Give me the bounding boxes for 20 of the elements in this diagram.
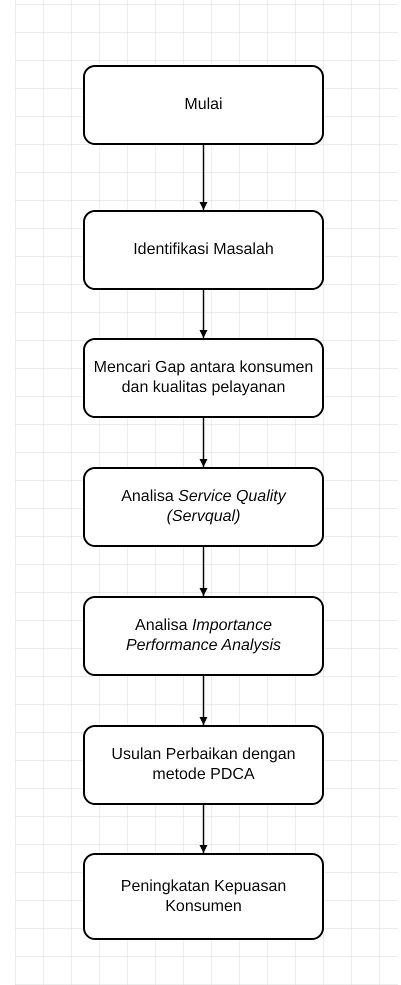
step-label: Analisa Service Quality (Servqual) [120,487,288,527]
process-box [83,338,324,418]
arrow [200,145,208,210]
arrow [200,676,208,725]
process-box [83,596,324,676]
step-label: Peningkatan Kepuasan Konsumen [120,876,288,916]
process-box [83,725,324,805]
process-box [83,65,324,145]
arrow [200,805,208,853]
step-label: Identifikasi Masalah [133,240,274,260]
step-label: Analisa Importance Performance Analysis [124,616,282,656]
arrow [200,290,208,338]
process-box [83,853,324,940]
step-label: Mulai [184,95,223,115]
step-label: Usulan Perbaikan dengan metode PDCA [110,745,297,785]
step-label: Mencari Gap antara konsumen dan kualitas pelayanan [93,358,314,398]
arrow [200,547,208,596]
process-box [83,467,324,547]
arrow [200,418,208,467]
process-box [83,210,324,290]
